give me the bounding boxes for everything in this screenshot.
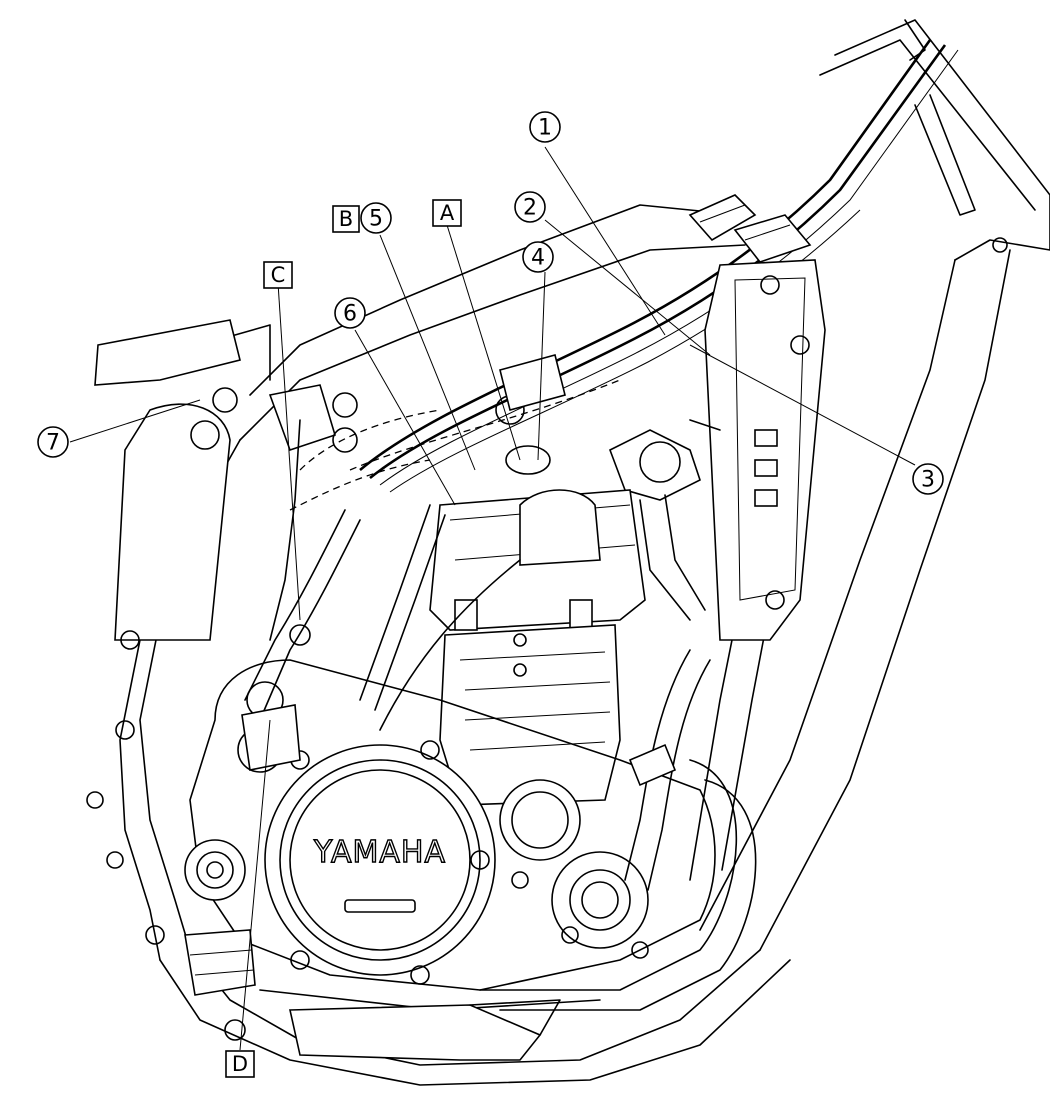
footpeg: [184, 929, 256, 1041]
airbox: [94, 319, 271, 650]
callout-6: 6: [334, 297, 366, 329]
svg-text:1: 1: [538, 116, 552, 141]
svg-text:6: 6: [343, 302, 357, 327]
svg-text:C: C: [271, 263, 286, 287]
box-label-b: B: [332, 205, 360, 233]
cylinder-head: [429, 489, 646, 631]
callout-3: 3: [912, 463, 944, 495]
wire-harness-lower: [241, 409, 521, 771]
callout-leaders: [69, 146, 916, 1051]
throttle-body: [268, 354, 566, 475]
box-label-c: C: [263, 261, 293, 289]
frame-main-tube: [699, 19, 1050, 951]
magneto-cover: [264, 740, 496, 985]
callout-5: 5: [360, 202, 392, 234]
box-label-a: A: [432, 199, 462, 227]
radiator-hoses: [479, 649, 757, 1011]
callout-4: 4: [522, 241, 554, 273]
svg-text:4: 4: [531, 246, 545, 271]
harness-connector-top: [688, 194, 812, 263]
callout-7: 7: [37, 426, 69, 458]
oil-filter-cover: [499, 779, 649, 959]
cylinder-block: [439, 624, 621, 806]
svg-text:A: A: [440, 201, 455, 225]
svg-text:7: 7: [46, 431, 60, 456]
radiator: [704, 237, 1008, 641]
callout-2: 2: [514, 191, 546, 223]
box-label-d: D: [225, 1050, 255, 1078]
svg-text:B: B: [339, 207, 353, 231]
svg-text:5: 5: [369, 207, 383, 232]
svg-text:3: 3: [921, 468, 935, 493]
wire-harness-main: [349, 39, 959, 493]
svg-text:D: D: [232, 1052, 248, 1076]
brand-logo-text: YAMAHA: [313, 835, 446, 870]
svg-text:2: 2: [523, 196, 537, 221]
callout-1: 1: [529, 111, 561, 143]
skid-plate: [289, 999, 561, 1061]
